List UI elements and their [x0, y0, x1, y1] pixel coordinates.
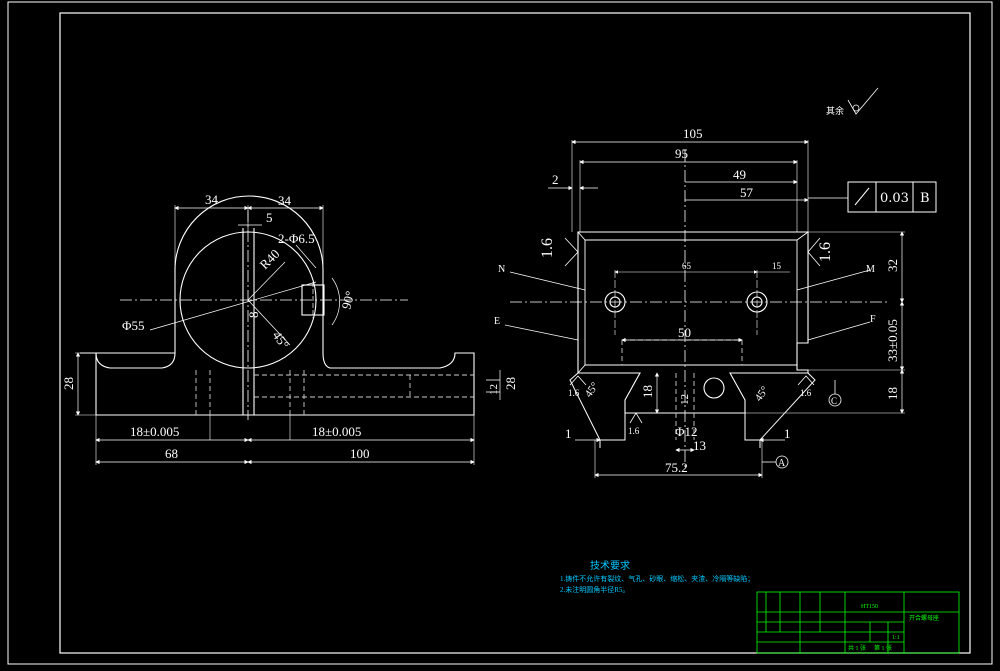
scale: 1:1: [892, 635, 900, 641]
roughness-1-6-c: 1.6: [628, 426, 640, 436]
material: HT150: [861, 604, 878, 610]
tolerance-value: 0.03: [880, 191, 909, 206]
roughness-other: 其余: [826, 105, 844, 116]
title-block-text: HT150 开合螺母座 1:1 共 1 张 第 1 张: [848, 604, 939, 652]
dim-45-right: 45°: [753, 384, 772, 404]
dim-68: 68: [165, 446, 178, 461]
dim-8: 8: [246, 312, 261, 319]
dim-12: 12: [679, 394, 691, 405]
dim-34a: 34: [205, 192, 219, 207]
dim-5: 5: [266, 210, 273, 225]
right-view: [504, 87, 905, 478]
dim-1-right: 1: [784, 426, 791, 441]
tolerance-frame: 0.03 B: [847, 181, 937, 213]
label-f: F: [870, 314, 876, 325]
dim-105: 105: [683, 126, 703, 141]
dim-95: 95: [675, 146, 688, 161]
note-line-1: 1.铸件不允许有裂纹、气孔、砂眼、缩松、夹渣、冷隔等缺陷；: [560, 574, 754, 583]
datum-a: A: [778, 458, 786, 469]
dim-45-deg: 45°: [270, 328, 293, 352]
dim-tol-12: 12: [488, 384, 500, 395]
dim-15: 15: [772, 261, 782, 271]
dim-13: 13: [693, 438, 706, 453]
dim-28-left: 28: [61, 377, 76, 390]
dim-45-left: 45°: [583, 380, 602, 400]
dim-2-phi6-5: 2-Φ6.5: [278, 231, 315, 246]
label-e: E: [494, 316, 500, 327]
label-n: N: [498, 264, 505, 275]
note-line-2: 2.未注明圆角半径R5。: [560, 585, 629, 594]
title-block: [756, 591, 960, 654]
left-view-dims: 34 34 5 2-Φ6.5 R40 8 45° 90° Φ55 28 28 1…: [61, 192, 518, 461]
dim-2: 2: [552, 172, 559, 187]
sheet-total: 共 1 张: [848, 644, 866, 652]
technical-notes: 技术要求 1.铸件不允许有裂纹、气孔、砂眼、缩松、夹渣、冷隔等缺陷； 2.未注明…: [560, 559, 754, 594]
sheet-number: 第 1 张: [874, 644, 892, 652]
roughness-1-6-a: 1.6: [568, 388, 580, 398]
dim-phi55: Φ55: [122, 318, 145, 333]
roughness-1-6-left: 1.6: [539, 238, 556, 258]
dim-100: 100: [350, 446, 370, 461]
dim-65: 65: [682, 261, 692, 271]
dim-34b: 34: [278, 193, 292, 208]
left-view: [75, 195, 501, 465]
notes-title: 技术要求: [590, 559, 630, 572]
dim-57: 57: [740, 185, 754, 200]
dim-phi12: Φ12: [675, 424, 698, 439]
right-view-dims: 105 95 49 57 2 1.6 1.6 N E M F 65 15 32 …: [494, 105, 900, 475]
dim-18-b: 18±0.005: [312, 424, 361, 439]
dim-18-left: 18: [640, 385, 655, 398]
datum-c: C: [831, 396, 837, 406]
dim-75-2: 75.2: [665, 460, 688, 475]
outer-border: [7, 1, 993, 665]
dim-28-right: 28: [503, 377, 518, 390]
dim-50: 50: [678, 325, 691, 340]
part-name: 开合螺母座: [909, 614, 939, 622]
dim-1-left: 1: [565, 426, 572, 441]
drawing-frame: [59, 12, 971, 654]
roughness-1-6-right: 1.6: [817, 242, 834, 262]
tolerance-datum: B: [920, 191, 930, 206]
dim-18-a: 18±0.005: [130, 424, 179, 439]
dim-90-deg: 90°: [338, 289, 357, 310]
dim-18-right: 18: [885, 387, 900, 400]
label-m: M: [866, 264, 875, 275]
dim-33-tol: 33±0.05: [885, 319, 900, 362]
roughness-1-6-b: 1.6: [800, 388, 812, 398]
dim-32: 32: [885, 259, 900, 272]
dim-49: 49: [733, 167, 746, 182]
